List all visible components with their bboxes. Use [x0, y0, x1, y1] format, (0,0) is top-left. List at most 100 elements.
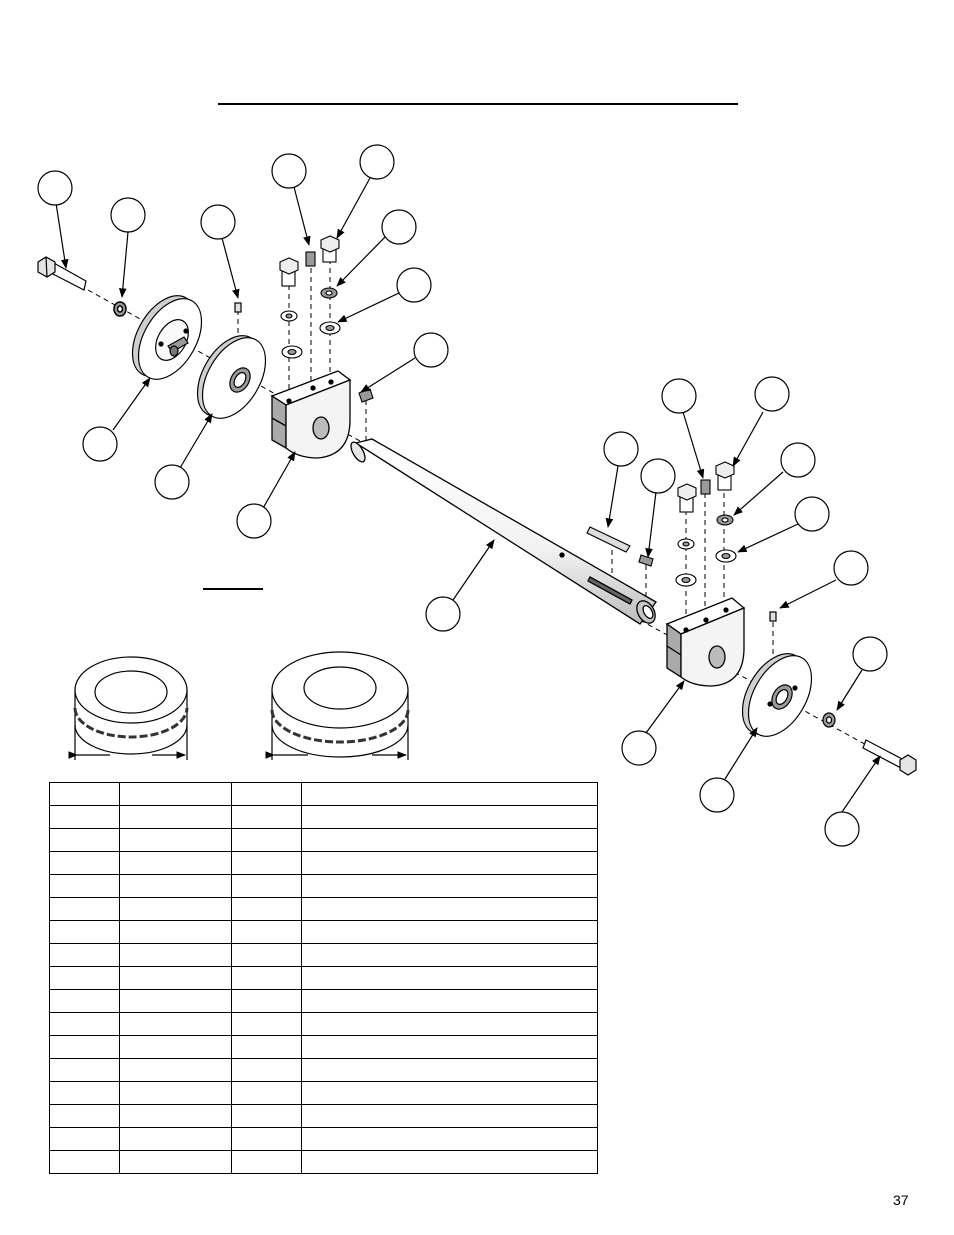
table-cell: [231, 874, 302, 898]
table-row: [49, 1035, 598, 1059]
table-cell: [301, 1104, 598, 1128]
table-row: [49, 1012, 598, 1036]
table-cell: [231, 1150, 302, 1174]
table-cell: [231, 805, 302, 829]
table-row: [49, 1081, 598, 1105]
table-cell: [49, 782, 120, 806]
table-cell: [301, 966, 598, 990]
left-lock-washer: [113, 301, 127, 317]
table-row: [49, 897, 598, 921]
table-cell: [49, 989, 120, 1013]
table-cell: [301, 1035, 598, 1059]
table-cell: [49, 1058, 120, 1082]
table-cell: [231, 1127, 302, 1151]
table-cell: [49, 966, 120, 990]
right-hub-plate: [741, 611, 813, 737]
table-cell: [231, 828, 302, 852]
table-cell: [119, 966, 232, 990]
table-cell: [231, 1035, 302, 1059]
left-spacer-disc: [196, 302, 267, 419]
table-cell: [301, 851, 598, 875]
right-mount-hardware: [675, 461, 737, 587]
table-row: [49, 989, 598, 1013]
table-cell: [119, 851, 232, 875]
table-row: [49, 1058, 598, 1082]
table-cell: [301, 1081, 598, 1105]
table-cell: [301, 1150, 598, 1174]
bearing-ring-small: [68, 656, 189, 760]
table-cell: [119, 1127, 232, 1151]
table-cell: [301, 782, 598, 806]
table-cell: [231, 943, 302, 967]
table-cell: [119, 1081, 232, 1105]
table-cell: [301, 828, 598, 852]
table-cell: [119, 943, 232, 967]
right-keys: [586, 526, 654, 567]
table-cell: [301, 805, 598, 829]
table-cell: [49, 1035, 120, 1059]
table-row: [49, 805, 598, 829]
table-cell: [49, 1104, 120, 1128]
bearing-ring-large: [265, 651, 410, 760]
left-axle-bolt: [37, 256, 87, 291]
right-axle-bolt: [822, 712, 917, 776]
table-row: [49, 851, 598, 875]
table-cell: [301, 943, 598, 967]
table-row: [49, 782, 598, 806]
table-row: [49, 943, 598, 967]
table-cell: [119, 874, 232, 898]
left-hub-plate: [131, 295, 203, 380]
table-row: [49, 920, 598, 944]
table-cell: [119, 1012, 232, 1036]
table-cell: [119, 1035, 232, 1059]
callout-leaders: [55, 177, 881, 816]
table-row: [49, 1127, 598, 1151]
table-cell: [119, 1058, 232, 1082]
table-cell: [231, 989, 302, 1013]
table-cell: [49, 1150, 120, 1174]
table-cell: [301, 1012, 598, 1036]
callout-balloons: [37, 144, 888, 847]
table-row: [49, 1150, 598, 1174]
table-cell: [119, 989, 232, 1013]
table-cell: [231, 1081, 302, 1105]
table-cell: [49, 1012, 120, 1036]
table-cell: [301, 1127, 598, 1151]
table-row: [49, 1104, 598, 1128]
table-cell: [231, 1012, 302, 1036]
page-number: 37: [893, 1192, 909, 1208]
table-cell: [119, 1104, 232, 1128]
table-row: [49, 966, 598, 990]
table-row: [49, 828, 598, 852]
table-cell: [49, 1127, 120, 1151]
table-cell: [119, 897, 232, 921]
table-cell: [231, 782, 302, 806]
table-cell: [119, 828, 232, 852]
table-cell: [301, 1058, 598, 1082]
table-cell: [49, 920, 120, 944]
table-cell: [49, 897, 120, 921]
table-row: [49, 874, 598, 898]
left-pillow-block: [270, 370, 352, 459]
parts-list-body: [49, 782, 598, 1174]
table-cell: [119, 1150, 232, 1174]
table-cell: [119, 805, 232, 829]
left-mount-hardware: [279, 235, 374, 403]
table-cell: [119, 782, 232, 806]
table-cell: [49, 851, 120, 875]
table-cell: [49, 1081, 120, 1105]
table-cell: [119, 920, 232, 944]
parts-list-table: [49, 782, 598, 1174]
table-cell: [49, 943, 120, 967]
table-cell: [301, 920, 598, 944]
table-cell: [49, 874, 120, 898]
table-cell: [301, 897, 598, 921]
table-cell: [49, 805, 120, 829]
table-cell: [301, 989, 598, 1013]
table-cell: [301, 874, 598, 898]
right-pillow-block: [665, 597, 746, 687]
table-cell: [231, 966, 302, 990]
axle-tube: [350, 438, 657, 625]
table-cell: [231, 851, 302, 875]
